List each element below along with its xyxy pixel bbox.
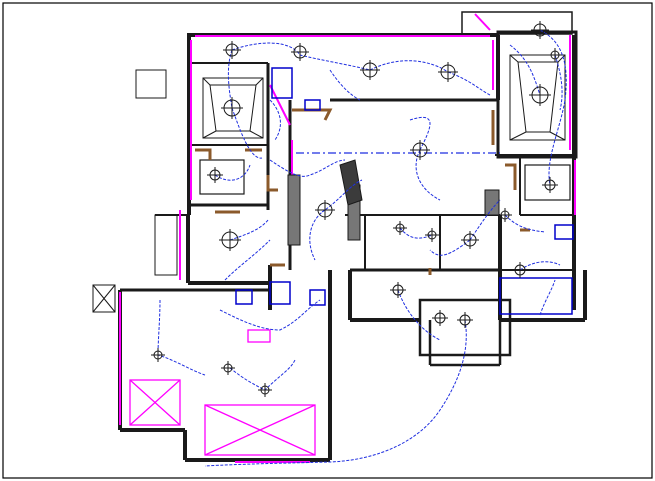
light-points bbox=[151, 21, 562, 397]
walls bbox=[118, 30, 587, 462]
bed2-fixture bbox=[509, 54, 566, 141]
garage-fixtures bbox=[129, 329, 316, 456]
bathrooms bbox=[235, 67, 574, 315]
dress-room bbox=[199, 159, 245, 195]
store-room bbox=[524, 164, 571, 201]
top-porch bbox=[461, 11, 573, 35]
kitchen-counter bbox=[287, 159, 500, 246]
doors bbox=[195, 108, 530, 275]
bed1-fixture bbox=[202, 77, 264, 139]
wiring-circuits bbox=[157, 29, 567, 467]
window-strips bbox=[119, 13, 576, 463]
distribution-board bbox=[92, 69, 178, 313]
